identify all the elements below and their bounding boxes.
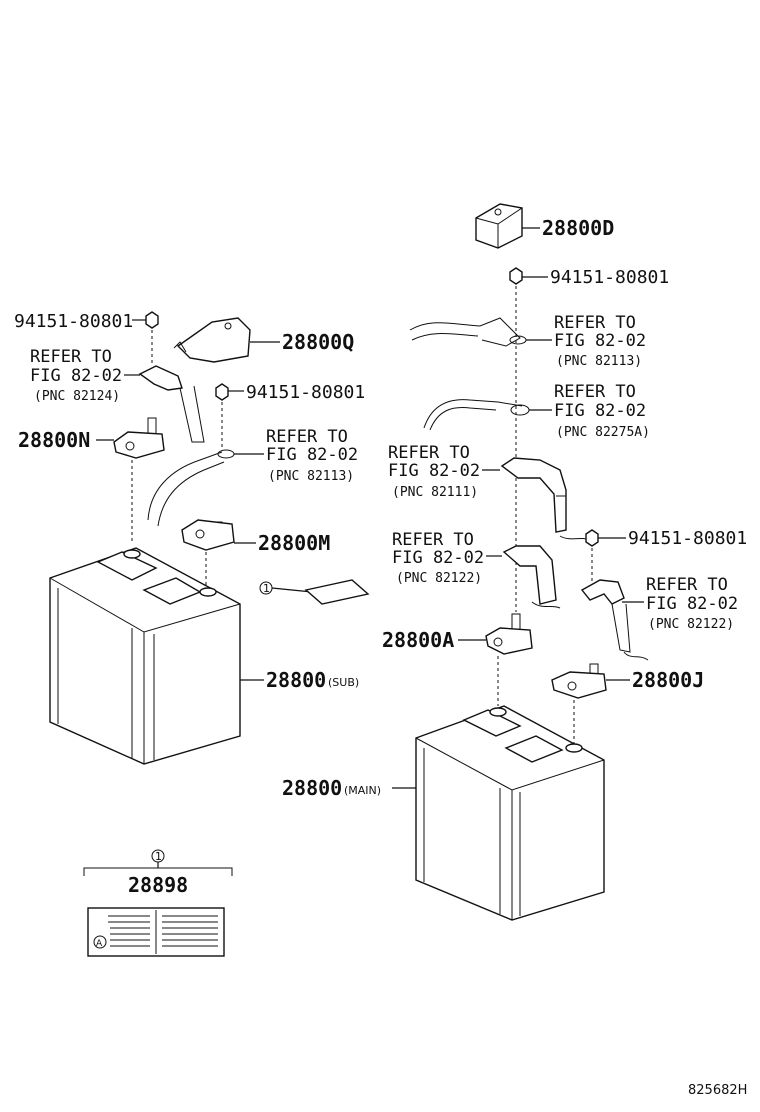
label-nut-left: 94151-80801 (14, 311, 133, 332)
label-nut-mid: 94151-80801 (246, 382, 365, 403)
label-28800j: 28800J (632, 668, 704, 692)
ref-f-line3: (PNC 82124) (34, 389, 120, 404)
bracket-28800d (475, 203, 523, 249)
ref-f-line2: FIG 82-02 (30, 366, 122, 386)
label-nut-right: 94151-80801 (628, 528, 747, 549)
ref-g-line1: REFER TO (266, 427, 348, 447)
battery-main (415, 705, 605, 921)
nut-icon (585, 529, 599, 547)
clamp-28800n (113, 417, 165, 459)
ref-g-line3: (PNC 82113) (268, 469, 354, 484)
caution-sticker: A (87, 907, 225, 957)
nut-icon (509, 267, 523, 285)
ref-e-line1: REFER TO (646, 575, 728, 595)
label-28800m: 28800M (258, 531, 330, 555)
label-28800-sub: 28800 (266, 668, 326, 692)
label-nut-top: 94151-80801 (550, 267, 669, 288)
ref-d-line1: REFER TO (392, 530, 474, 550)
nut-icon (215, 383, 229, 401)
ref-d-line3: (PNC 82122) (396, 571, 482, 586)
ref-c-line3: (PNC 82111) (392, 485, 478, 500)
battery-sub (49, 547, 241, 765)
clamp-28800m (181, 519, 235, 551)
ref-c-line2: FIG 82-02 (388, 461, 480, 481)
cover-28800q (173, 317, 251, 363)
ref-b-line2: FIG 82-02 (554, 401, 646, 421)
label-28800q: 28800Q (282, 330, 354, 354)
ref-e-line3: (PNC 82122) (648, 617, 734, 632)
label-28800n: 28800N (18, 428, 90, 452)
label-box-callout: 1 (155, 850, 162, 863)
ref-c-line1: REFER TO (388, 443, 470, 463)
ref-g-line2: FIG 82-02 (266, 445, 358, 465)
warning-icon (93, 935, 107, 949)
label-28800a: 28800A (382, 628, 454, 652)
ref-a-line2: FIG 82-02 (554, 331, 646, 351)
label-sub-tag: (SUB) (328, 676, 359, 689)
label-sheet (304, 579, 370, 605)
label-28800d: 28800D (542, 216, 614, 240)
ref-e-line2: FIG 82-02 (646, 594, 738, 614)
ref-a-line1: REFER TO (554, 313, 636, 333)
ref-f-line1: REFER TO (30, 347, 112, 367)
nut-icon (145, 311, 159, 329)
sticker-icon-text: A (96, 939, 103, 949)
clamp-28800j (551, 663, 607, 699)
ref-d-line2: FIG 82-02 (392, 548, 484, 568)
label-main-tag: (MAIN) (344, 784, 381, 797)
clamp-28800a (485, 613, 533, 655)
label-28898: 28898 (128, 873, 188, 897)
callout-1: 1 (263, 582, 270, 595)
label-28800-main: 28800 (282, 776, 342, 800)
ref-b-line3: (PNC 82275A) (556, 425, 650, 440)
ref-b-line1: REFER TO (554, 382, 636, 402)
figure-code: 825682H (688, 1083, 747, 1098)
ref-a-line3: (PNC 82113) (556, 354, 642, 369)
